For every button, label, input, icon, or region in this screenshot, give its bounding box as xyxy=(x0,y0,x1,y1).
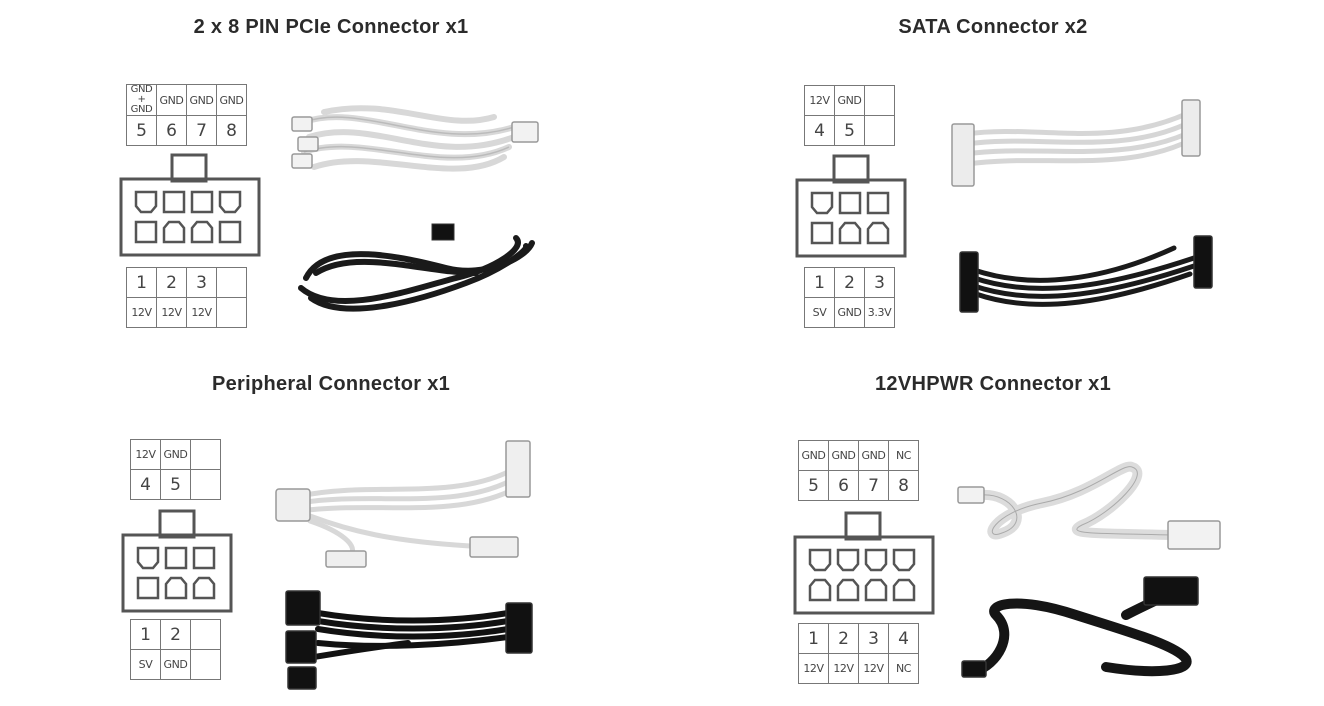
pin-number: 5 xyxy=(126,115,157,146)
bottom-pin-table: 1 2 3 4 12V 12V 12V NC xyxy=(798,623,919,684)
pin-number: 7 xyxy=(858,470,889,501)
pin-number: 3 xyxy=(186,267,217,298)
black-cable-image xyxy=(959,235,1213,313)
pin-number: 1 xyxy=(130,619,161,650)
pin-label: GND xyxy=(828,440,859,471)
white-cable-image xyxy=(275,440,531,568)
panel-title: Peripheral Connector x1 xyxy=(211,373,451,395)
pin-label: 3.3V xyxy=(864,297,895,328)
pin-number: 5 xyxy=(798,470,829,501)
pin-number: 6 xyxy=(156,115,187,146)
pin-label xyxy=(190,439,221,470)
pin-label: GND xyxy=(834,297,865,328)
pin-number: 1 xyxy=(798,623,829,654)
pin-number: 8 xyxy=(216,115,247,146)
panel-peripheral: Peripheral Connector x1 12V GND 4 5 1 2 xyxy=(0,353,662,706)
pin-number: 8 xyxy=(888,470,919,501)
pin-label: 12V xyxy=(186,297,217,328)
pin-label: GND xyxy=(160,439,191,470)
connector-6pin-diagram xyxy=(795,154,907,258)
pin-label: 12V xyxy=(130,439,161,470)
pin-number: 5 xyxy=(160,469,191,500)
pin-number xyxy=(190,619,221,650)
pin-label: GND xyxy=(186,84,217,116)
pin-label: 12V xyxy=(828,653,859,684)
pin-label: NC xyxy=(888,653,919,684)
pin-label: NC xyxy=(888,440,919,471)
pin-label: SV xyxy=(804,297,835,328)
pin-label: GND xyxy=(156,84,187,116)
panel-12vhpwr: 12VHPWR Connector x1 GND GND GND NC 5 6 … xyxy=(662,353,1324,706)
top-pin-table: 12V GND 4 5 xyxy=(130,439,221,500)
pin-number: 2 xyxy=(834,267,865,298)
pin-number: 2 xyxy=(828,623,859,654)
connector-8pin-diagram xyxy=(119,153,261,257)
pin-label: GND xyxy=(160,649,191,680)
panel-title: SATA Connector x2 xyxy=(898,16,1088,38)
pin-number: 6 xyxy=(828,470,859,501)
pin-label: 12V xyxy=(156,297,187,328)
pin-label: GND + GND xyxy=(126,84,157,116)
bottom-pin-table: 1 2 3 SV GND 3.3V xyxy=(804,267,895,328)
top-pin-table: GND + GND GND GND GND 5 6 7 8 xyxy=(126,84,247,146)
pin-number xyxy=(216,267,247,298)
pin-number: 4 xyxy=(130,469,161,500)
bottom-pin-table: 1 2 3 12V 12V 12V xyxy=(126,267,247,328)
pin-number: 2 xyxy=(160,619,191,650)
pin-label: GND xyxy=(216,84,247,116)
pin-number: 4 xyxy=(804,115,835,146)
top-pin-table: GND GND GND NC 5 6 7 8 xyxy=(798,440,919,501)
pin-number: 1 xyxy=(804,267,835,298)
black-cable-image xyxy=(285,590,533,690)
panel-sata: SATA Connector x2 12V GND 4 5 1 2 3 xyxy=(662,0,1324,353)
pin-label: 12V xyxy=(798,653,829,684)
pin-number: 2 xyxy=(156,267,187,298)
pin-label xyxy=(216,297,247,328)
pin-label xyxy=(190,649,221,680)
pin-label xyxy=(864,85,895,116)
pin-label: 12V xyxy=(126,297,157,328)
pin-number: 3 xyxy=(864,267,895,298)
pin-label: GND xyxy=(834,85,865,116)
pin-label: GND xyxy=(798,440,829,471)
connector-6pin-diagram xyxy=(121,509,233,613)
top-pin-table: 12V GND 4 5 xyxy=(804,85,895,146)
pin-label: GND xyxy=(858,440,889,471)
bottom-pin-table: 1 2 SV GND xyxy=(130,619,221,680)
pin-label: 12V xyxy=(858,653,889,684)
pin-number: 4 xyxy=(888,623,919,654)
pin-number xyxy=(190,469,221,500)
white-cable-image xyxy=(291,105,539,172)
panel-pcie: 2 x 8 PIN PCIe Connector x1 GND + GND GN… xyxy=(0,0,662,353)
white-cable-image xyxy=(951,99,1201,187)
pin-number: 1 xyxy=(126,267,157,298)
pin-label: 12V xyxy=(804,85,835,116)
black-cable-image xyxy=(298,223,535,312)
white-cable-image xyxy=(957,461,1221,550)
panel-title: 2 x 8 PIN PCIe Connector x1 xyxy=(193,16,469,38)
pin-label: SV xyxy=(130,649,161,680)
pin-number: 3 xyxy=(858,623,889,654)
pin-number: 7 xyxy=(186,115,217,146)
black-cable-image xyxy=(961,576,1199,678)
pin-number: 5 xyxy=(834,115,865,146)
connector-12vhpwr-diagram xyxy=(793,511,935,615)
pin-number xyxy=(864,115,895,146)
panel-title: 12VHPWR Connector x1 xyxy=(874,373,1112,395)
